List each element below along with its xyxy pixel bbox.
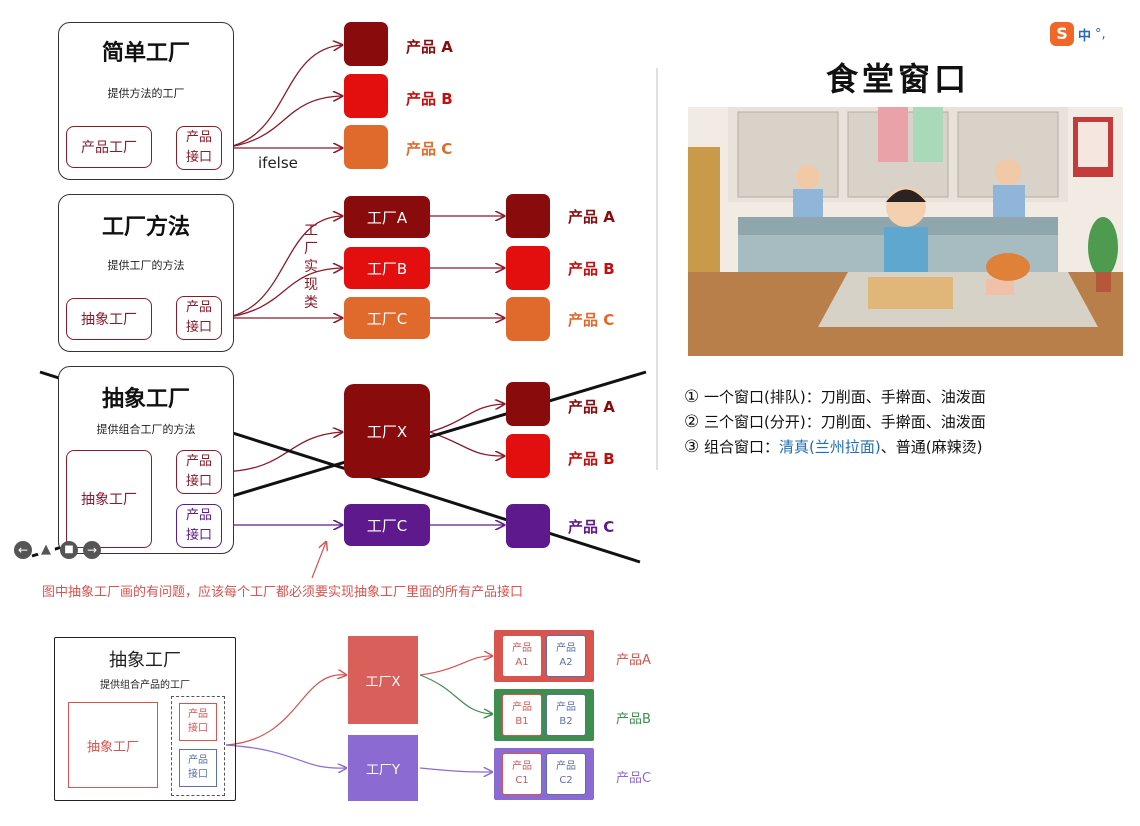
product-b-label: 产品 B [406, 90, 453, 108]
product-b-square [506, 246, 550, 290]
slide-nav-controls: ← ▲ ■ → [14, 541, 101, 559]
line-1-text: 一个窗口(排队)：刀削面、手擀面、油泼面 [704, 388, 986, 406]
iface-bottom: 接口 [185, 150, 212, 165]
factory-c-box: 工厂C [344, 504, 430, 546]
product-b-square [344, 74, 388, 118]
iface-top: 产品 [185, 300, 212, 315]
caption-note: 图中抽象工厂画的有问题，应该每个工厂都必须要实现抽象工厂里面的所有产品接口 [42, 585, 524, 600]
abstract-factory-title: 抽象工厂 [101, 387, 190, 412]
product-c-label: 产品 C [568, 311, 615, 329]
canteen-line-2: ② 三个窗口(分开)：刀削面、手擀面、油泼面 [684, 411, 986, 432]
product-a-label: 产品 A [406, 38, 453, 56]
line-3-text-b: 清真(兰州拉面) [779, 438, 881, 456]
iface-top: 产品 [185, 130, 212, 145]
product-a-square [506, 382, 550, 426]
iface-bottom: 接口 [185, 528, 212, 543]
product-row-a-label: 产品A [616, 653, 651, 668]
ime-mode-label: 中 [1078, 28, 1092, 44]
grid-icon[interactable]: ■ [60, 541, 78, 559]
canteen-line-1: ① 一个窗口(排队)：刀削面、手擀面、油泼面 [684, 386, 986, 407]
canteen-line-3: ③ 组合窗口：清真(兰州拉面)、普通(麻辣烫) [684, 436, 982, 457]
product-interface-box: 产品 接口 [176, 296, 222, 340]
product-row-b-label: 产品B [616, 712, 651, 727]
abstract-factory-subtitle: 提供组合工厂的方法 [96, 423, 196, 436]
abstract-factory-box: 抽象工厂 [66, 450, 152, 548]
line-2-number: ② [684, 412, 700, 432]
factory-method-subtitle: 提供工厂的方法 [107, 259, 185, 272]
iface-top: 产品 [188, 709, 208, 720]
product-c-label: 产品 C [568, 518, 615, 536]
product-factory-box: 产品工厂 [66, 126, 152, 168]
factory-b-box: 工厂B [344, 247, 430, 289]
factory-x-box: 工厂X [344, 384, 430, 478]
ifelse-label: ifelse [258, 154, 298, 172]
line-3-text-a: 组合窗口： [704, 438, 780, 456]
iface-top: 产品 [185, 508, 212, 523]
simple-factory-subtitle: 提供方法的工厂 [107, 87, 185, 100]
next-icon[interactable]: → [83, 541, 101, 559]
sogou-logo-icon: S [1050, 22, 1074, 46]
product-c-label: 产品 C [406, 140, 453, 158]
canteen-scene-image [688, 107, 1123, 356]
product-b-square [506, 434, 550, 478]
canteen-illustration [688, 107, 1123, 356]
line-2-text: 三个窗口(分开)：刀削面、手擀面、油泼面 [704, 413, 986, 431]
factory-method-title: 工厂方法 [101, 215, 190, 240]
product-interface-box-purple: 产品 接口 [176, 504, 222, 548]
product-a-square [506, 194, 550, 238]
ime-punct-label: °, [1095, 26, 1106, 42]
factory-c-box: 工厂C [344, 297, 430, 339]
factory-x-box: 工厂X [348, 636, 418, 724]
product-interface-box-blue: 产品 接口 [179, 749, 217, 787]
line-3-number: ③ [684, 437, 700, 457]
iface-bottom: 接口 [185, 474, 212, 489]
abstract-factory-fixed-box: 抽象工厂 [68, 702, 158, 788]
ime-indicator[interactable]: S 中 °, [1050, 22, 1106, 46]
canteen-title: 食堂窗口 [826, 60, 971, 98]
product-interface-box: 产品 接口 [179, 703, 217, 741]
product-c-square [506, 504, 550, 548]
product-row-c-label: 产品C [616, 771, 652, 786]
product-a-square [344, 22, 388, 66]
line-1-number: ① [684, 387, 700, 407]
product-a-label: 产品 A [568, 398, 615, 416]
product-b-label: 产品 B [568, 450, 615, 468]
abstract-factory-box: 抽象工厂 [66, 298, 152, 340]
product-c-square [344, 125, 388, 169]
line-3-text-c: 、普通(麻辣烫) [880, 438, 983, 456]
abstract-factory-fixed-panel: 抽象工厂 提供组合产品的工厂 [54, 637, 236, 801]
factory-impl-label: 工厂实现类 [304, 223, 318, 311]
abstract-factory-fixed-subtitle: 提供组合产品的工厂 [100, 680, 190, 691]
interface-group [171, 696, 225, 796]
product-b-label: 产品 B [568, 260, 615, 278]
prev-icon[interactable]: ← [14, 541, 32, 559]
product-interface-box: 产品 接口 [176, 450, 222, 494]
iface-top: 产品 [188, 755, 208, 766]
product-interface-box: 产品 接口 [176, 126, 222, 170]
product-c-square [506, 297, 550, 341]
simple-factory-title: 简单工厂 [101, 41, 190, 66]
product-a-label: 产品 A [568, 208, 615, 226]
factory-a-box: 工厂A [344, 196, 430, 238]
iface-top: 产品 [185, 454, 212, 469]
abstract-factory-fixed-title: 抽象工厂 [109, 650, 181, 671]
iface-bottom: 接口 [185, 320, 212, 335]
iface-bottom: 接口 [188, 723, 208, 734]
pen-icon[interactable]: ▲ [37, 541, 55, 559]
iface-bottom: 接口 [188, 769, 208, 780]
factory-y-box: 工厂Y [348, 735, 418, 801]
